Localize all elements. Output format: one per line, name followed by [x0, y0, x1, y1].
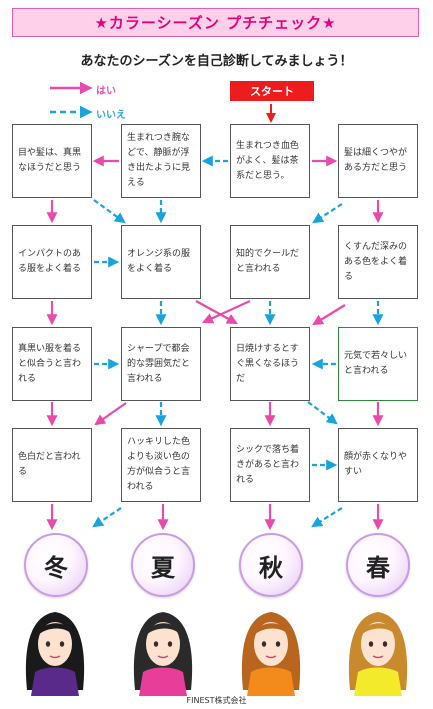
spring-scarf [354, 667, 402, 696]
arrow-r2c3-r3c2 [201, 299, 251, 324]
legend-no-label: いいえ [96, 110, 126, 121]
question-r2c3: 知的でクールだと言われる [230, 225, 310, 299]
start-label: スタート [230, 81, 314, 101]
arrow-r2c2-r3c3 [195, 300, 238, 325]
question-r4c3: シックで落ち着きがあると言われる [230, 428, 310, 502]
question-r2c1: インパクトのある服をよく着る [12, 225, 92, 299]
arrow-r3c3-r4c4 [307, 401, 338, 425]
question-r4c2: ハッキリした色よりも淡い色の方が似合うと言われる [121, 428, 201, 502]
arrow-r3c2-r4c1 [94, 402, 127, 426]
season-badge-summer: 夏 [131, 533, 195, 597]
title-banner: ★カラーシーズン プチチェック★ [12, 8, 419, 37]
autumn-scarf [247, 667, 295, 696]
autumn-face-illustration [241, 612, 301, 696]
arrow-r4c2-winter [92, 507, 122, 528]
question-r2c2: オレンジ系の服をよく着る [121, 225, 201, 299]
arrow-r1c1-r2c2 [93, 199, 126, 224]
arrow-r1c4-r2c3 [312, 203, 343, 224]
summer-face-illustration [133, 612, 193, 696]
question-r4c4: 顔が赤くなりやすい [338, 428, 418, 502]
footer-company: FINEST株式会社 [186, 696, 247, 705]
question-r3c3: 日焼けするとすぐ黒くなるほうだ [230, 327, 310, 401]
question-r1c2: 生まれつき腕などで、静脈が浮き出たように見える [121, 124, 201, 198]
question-r1c3: 生まれつき血色がよく、髪は茶系だと思う。 [230, 124, 310, 198]
season-badge-autumn: 秋 [239, 533, 303, 597]
question-r2c4: くすんだ深みのある色をよく着る [338, 225, 418, 299]
question-r3c1: 真黒い服を着ると似合うと言われる [12, 327, 92, 401]
question-r1c1: 目や髪は、真黒なほうだと思う [12, 124, 92, 198]
subtitle: あなたのシーズンを自己診断してみましょう！ [80, 54, 353, 69]
season-badge-spring: 春 [346, 533, 410, 597]
page-title: ★カラーシーズン プチチェック★ [94, 14, 337, 32]
season-badge-winter: 冬 [24, 533, 88, 597]
question-r1c4: 髪は細くつやがある方だと思う [338, 124, 418, 198]
arrow-r2c4-r3c3 [312, 304, 346, 326]
question-r3c2: シャープで都会的な雰囲気だと言われる [121, 327, 201, 401]
question-r3c4: 元気で若々しいと言われる [338, 327, 418, 401]
question-r4c1: 色白だと言われる [12, 428, 92, 502]
winter-face-illustration [25, 612, 85, 696]
spring-face-illustration [348, 612, 408, 696]
winter-scarf [31, 667, 79, 696]
arrow-r4c4-autumn [311, 507, 343, 528]
summer-scarf [139, 667, 187, 696]
legend-yes-label: はい [96, 86, 116, 97]
